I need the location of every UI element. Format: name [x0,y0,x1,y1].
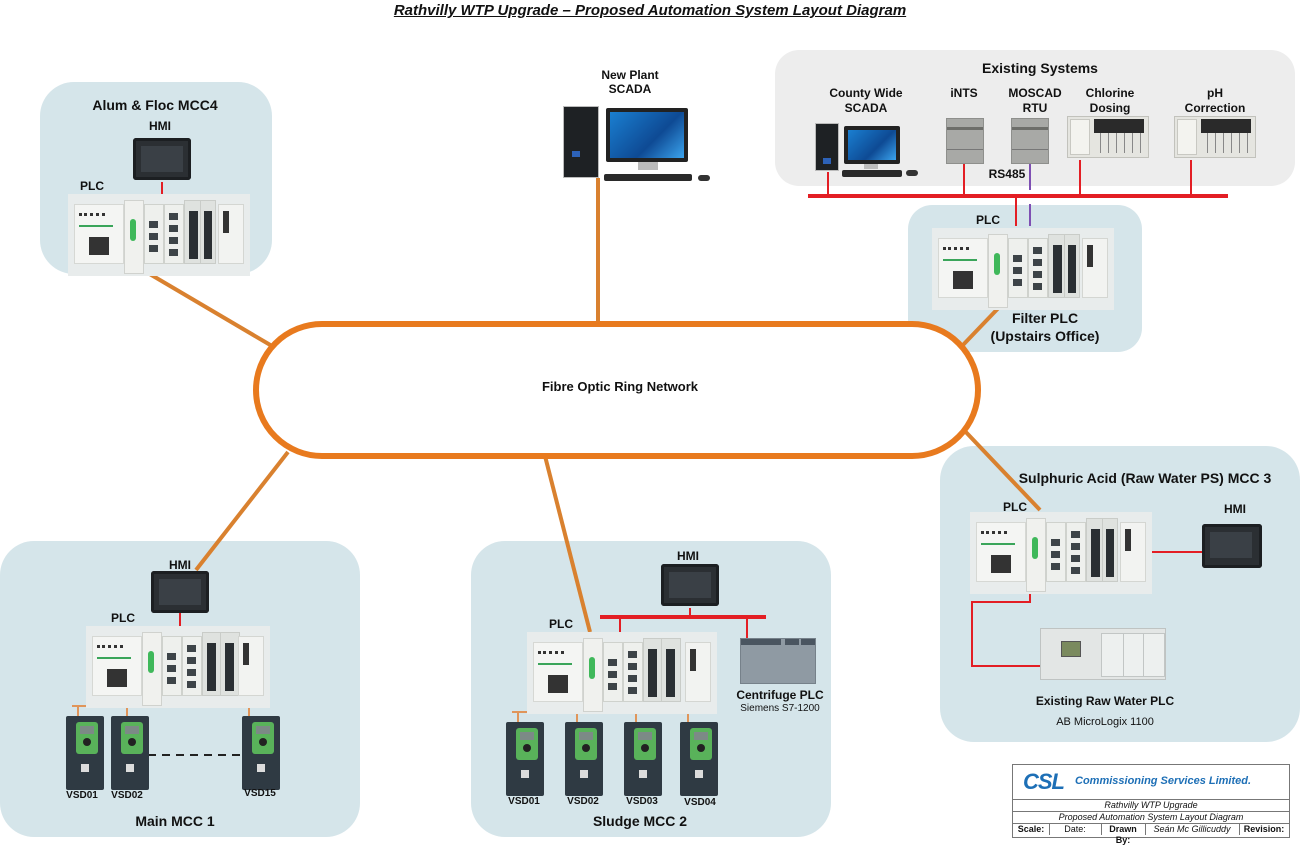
company-name: Commissioning Services Limited. [1075,775,1252,787]
filter-plc-label: PLC [976,213,1000,227]
main-vsd15-icon[interactable] [242,716,280,790]
alum-panel-title: Alum & Floc MCC4 [92,97,218,113]
main-vsd01-label: VSD01 [66,790,98,801]
diagram-title: Rathvilly WTP Upgrade – Proposed Automat… [393,2,907,19]
filter-plc-rack-icon[interactable] [932,228,1114,310]
alum-hmi-icon[interactable] [133,138,191,180]
label-line2: Dosing [1089,101,1131,115]
sulphuric-hmi-label: HMI [1224,502,1246,516]
sludge-hmi-label: HMI [677,549,699,563]
sulphuric-hmi-icon[interactable] [1202,524,1262,568]
label-line1: pH [1207,86,1223,100]
network-label: Fibre Optic Ring Network [541,379,698,394]
new-scada-label-line2: SCADA [608,82,652,96]
fibre-link-main [194,450,290,572]
main-vsd15-label: VSD15 [244,788,276,799]
csl-logo-icon: CSL [1023,769,1065,794]
title-block: CSL Commissioning Services Limited. Rath… [1012,764,1290,845]
centrifuge-plc-label: Centrifuge PLC [736,688,824,702]
rs485-label: RS485 [988,167,1026,181]
existing-raw-water-plc-model: AB MicroLogix 1100 [1056,716,1154,728]
existing-raw-water-plc-icon[interactable] [1040,628,1166,680]
filter-plc-title: Filter PLC (Upstairs Office) [970,309,1120,345]
centrifuge-plc-icon[interactable] [740,638,816,684]
alum-hmi-label: HMI [149,119,171,133]
centrifuge-plc-model: Siemens S7-1200 [740,703,820,714]
main-vsd02-label: VSD02 [111,790,143,801]
main-vsd02-icon[interactable] [111,716,149,790]
sludge-vsd01-icon[interactable] [506,722,544,796]
existing-systems-title: Existing Systems [982,60,1098,76]
existing-ph-label: pH Correction [1180,86,1250,116]
main-plc-label: PLC [111,611,135,625]
title-line2: (Upstairs Office) [990,328,1100,344]
sludge-plc-label: PLC [549,617,573,631]
sulphuric-panel-title: Sulphuric Acid (Raw Water PS) MCC 3 [1018,470,1272,486]
fibre-link-sludge [543,455,592,633]
sludge-plc-rack-icon[interactable] [527,632,717,714]
alum-plc-label: PLC [80,179,104,193]
fibre-optic-ring [253,321,981,459]
ints-device-icon[interactable] [946,118,984,164]
moscad-rtu-icon[interactable] [1011,118,1049,164]
date-label: Date: [1049,824,1102,835]
title-block-drawing: Proposed Automation System Layout Diagra… [1013,811,1289,823]
sludge-vsd01-label: VSD01 [508,796,540,807]
existing-county-scada-label: County Wide SCADA [816,86,916,116]
main-plc-rack-icon[interactable] [86,626,270,708]
sludge-panel-title: Sludge MCC 2 [592,813,688,829]
alum-plc-rack-icon[interactable] [68,194,250,276]
chlorine-dosing-plc-icon[interactable] [1067,116,1149,158]
sludge-vsd03-label: VSD03 [626,796,658,807]
label-line2: SCADA [844,101,888,115]
sludge-vsd02-icon[interactable] [565,722,603,796]
revision-label: Revision: [1243,824,1285,834]
existing-chlorine-label: Chlorine Dosing [1070,86,1150,116]
label-line1: MOSCAD [1008,86,1062,100]
label-line1: County Wide [829,86,903,100]
label-line1: Chlorine [1085,86,1135,100]
sulphuric-plc-label: PLC [1003,500,1027,514]
title-line1: Filter PLC [1011,310,1079,326]
sludge-vsd04-icon[interactable] [680,722,718,796]
fibre-link-sulphuric [960,426,1042,512]
main-hmi-label: HMI [169,558,191,572]
new-scada-label: New Plant SCADA [570,68,690,96]
sludge-vsd03-icon[interactable] [624,722,662,796]
existing-raw-water-plc-label: Existing Raw Water PLC [1035,694,1175,708]
existing-ints-label: iNTS [950,86,978,100]
sludge-vsd04-label: VSD04 [684,797,716,808]
label-line2: Correction [1184,101,1246,115]
main-hmi-icon[interactable] [151,571,209,613]
main-panel-title: Main MCC 1 [135,813,215,829]
sulphuric-plc-rack-icon[interactable] [970,512,1152,594]
label-line2: RTU [1022,101,1048,115]
drawn-by-value: Seán Mc Gillicuddy [1145,824,1240,835]
panel-sulphuric-mcc3 [940,446,1300,742]
sludge-hmi-icon[interactable] [661,564,719,606]
existing-moscad-label: MOSCAD RTU [1000,86,1070,116]
ph-correction-plc-icon[interactable] [1174,116,1256,158]
scale-label: Scale: [1013,824,1050,835]
fibre-link-alum [146,271,274,348]
title-block-project: Rathvilly WTP Upgrade [1013,799,1289,811]
new-scada-label-line1: New Plant [601,68,659,82]
sludge-vsd02-label: VSD02 [567,796,599,807]
title-block-fields: Scale: Date: Drawn By: Seán Mc Gillicudd… [1013,823,1289,845]
drawn-by-label: Drawn By: [1101,824,1146,845]
main-vsd01-icon[interactable] [66,716,104,790]
